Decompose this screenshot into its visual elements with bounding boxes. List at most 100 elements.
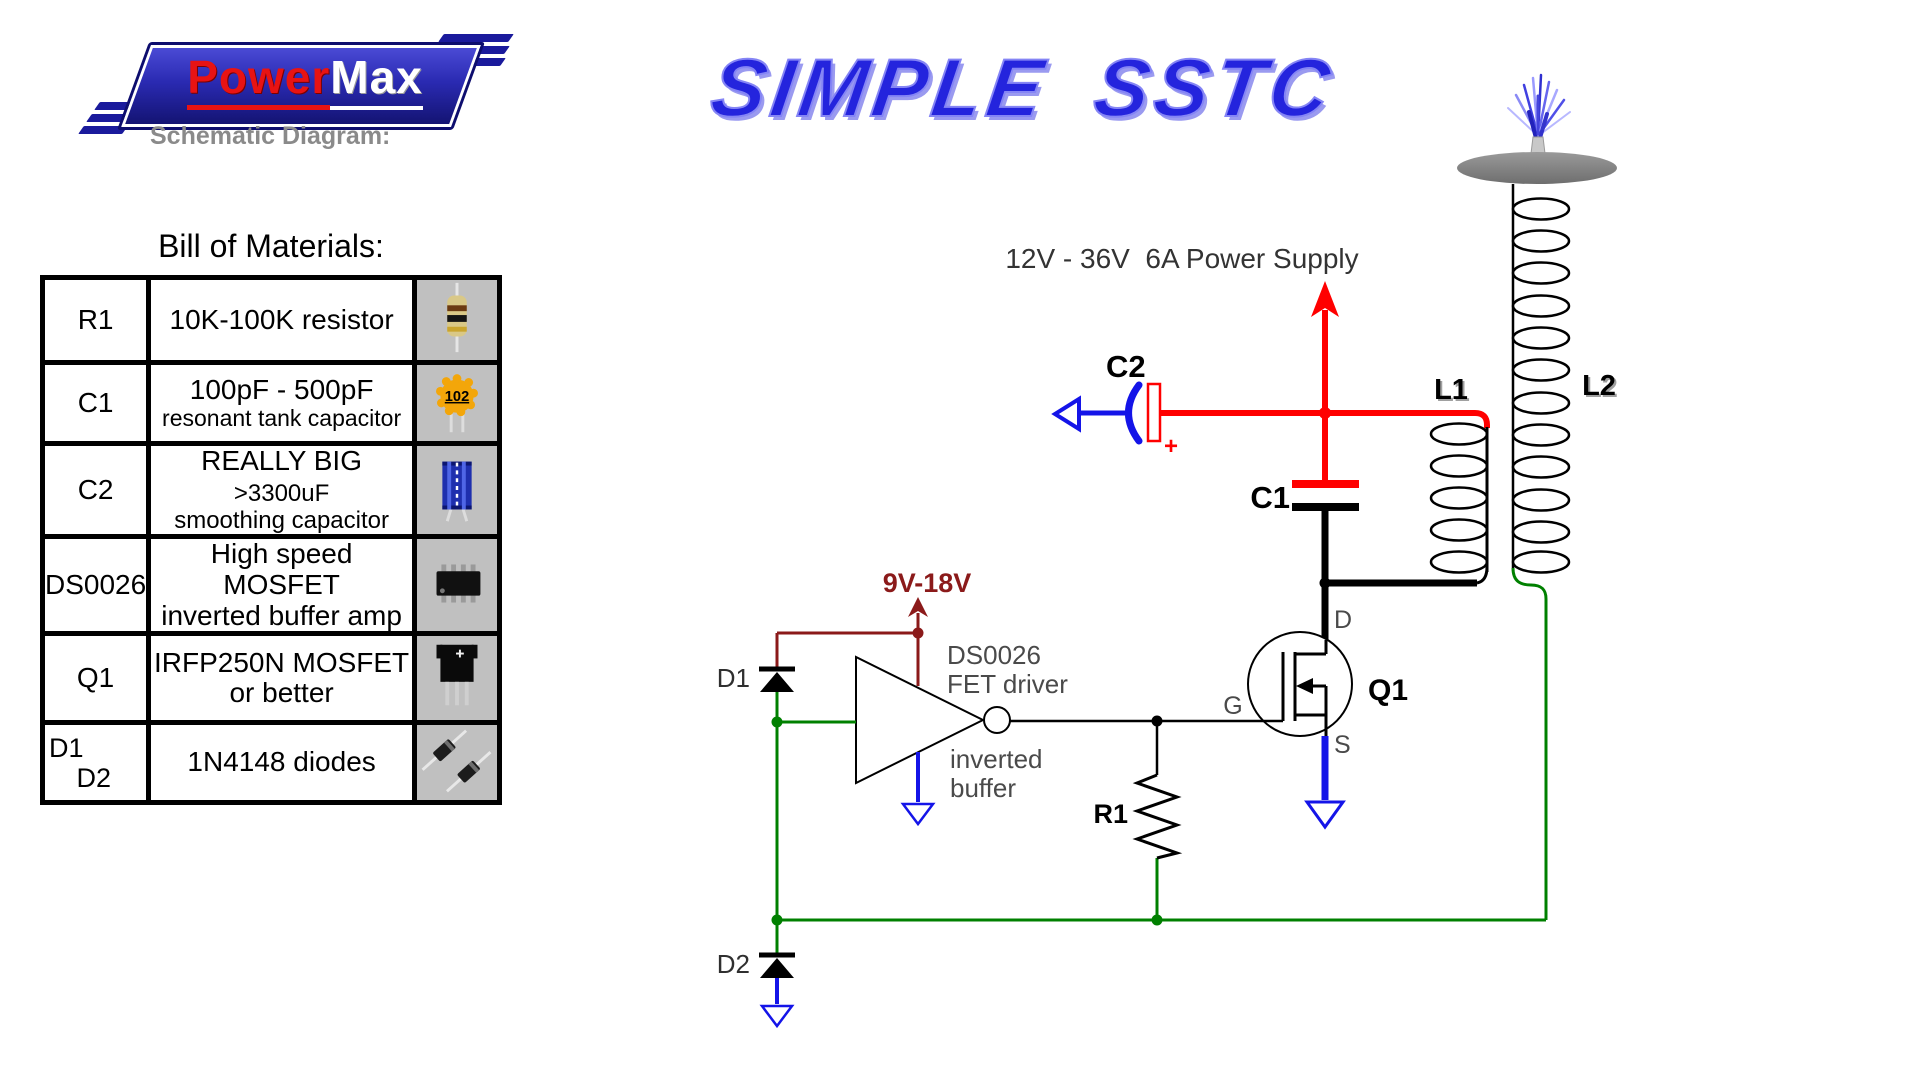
logo-subtitle: Schematic Diagram: [150, 122, 391, 150]
driver-name-line2: FET driver [947, 669, 1068, 699]
bom-desc-line1: IRFP250N MOSFET [154, 646, 410, 678]
d1-label: D1 [717, 663, 750, 693]
bom-icon-cell: 102 [412, 360, 502, 446]
c2-plus-label: + [1164, 433, 1178, 460]
bom-icon-cell [412, 720, 502, 806]
bom-id: D1 D2 [39, 720, 152, 806]
bom-id-d2: D2 [76, 763, 111, 794]
junction-dot [771, 914, 783, 926]
c1-label: C1 [1250, 480, 1290, 515]
bom-desc: REALLY BIG >3300uF smoothing capacitor [146, 441, 417, 539]
to247-mosfet-icon [436, 645, 478, 706]
resistor-icon [447, 282, 467, 353]
l2-coil [1511, 184, 1571, 574]
bom-desc-line2: resonant tank capacitor [162, 404, 402, 431]
topload [1457, 152, 1617, 184]
ground-icon [900, 802, 936, 827]
r1-label: R1 [1093, 799, 1128, 829]
logo-word-power: Power [187, 51, 331, 110]
c2-label: C2 [1106, 349, 1146, 384]
bom-icon-cell [412, 275, 502, 365]
spark-icon [1507, 73, 1571, 140]
bom-id: Q1 [39, 631, 152, 726]
bom-desc: 100pF - 500pF resonant tank capacitor [146, 360, 417, 446]
supply-arrow-icon [1311, 281, 1339, 317]
bom-desc: High speed MOSFET inverted buffer amp [146, 533, 417, 637]
powermax-logo: PowerMax [78, 28, 515, 143]
c2-negative-arrow-icon [1051, 395, 1081, 433]
bill-of-materials: Bill of Materials: R1 10K-100K resistor … [39, 228, 502, 806]
diodes-icon [421, 729, 492, 793]
l2-label: L2 [1582, 370, 1616, 402]
tank-wires [1292, 427, 1489, 640]
disc-capacitor-icon: 102 [436, 374, 478, 433]
d2-diode-symbol [759, 952, 795, 1029]
table-row: DS0026 High speed MOSFET inverted buffer… [39, 533, 502, 637]
bom-icon-cell [412, 631, 502, 726]
bom-desc: IRFP250N MOSFET or better [146, 631, 417, 726]
d1-diode-symbol [759, 666, 795, 692]
junction-dot [771, 716, 783, 728]
junction-dot [1319, 407, 1331, 419]
junction-dot [912, 627, 924, 639]
q1-mosfet-symbol [1010, 631, 1353, 830]
source-label: S [1334, 731, 1351, 759]
mosfet-arrow-icon [1296, 678, 1313, 694]
supply-wires [1160, 281, 1490, 488]
bom-title: Bill of Materials: [158, 228, 384, 264]
bom-id-d1: D1 [49, 733, 84, 764]
bom-desc: 10K-100K resistor [146, 275, 417, 365]
table-row: R1 10K-100K resistor [39, 275, 502, 365]
bom-id: R1 [39, 275, 152, 365]
bom-desc-line1: REALLY BIG >3300uF [151, 445, 412, 508]
bom-desc-line1: 100pF - 500pF [189, 373, 374, 405]
table-row: C2 REALLY BIG >3300uF smoothing capacito… [39, 441, 502, 539]
bom-desc-line2: inverted buffer amp [161, 599, 402, 631]
logic-supply-wires [775, 597, 928, 686]
ground-icon [1304, 800, 1346, 830]
driver-name-line1: DS0026 [947, 640, 1041, 670]
driver-symbol [855, 655, 1011, 827]
bom-table: R1 10K-100K resistor C1 100pF - 500pF [39, 275, 502, 806]
electrolytic-capacitor-icon [442, 461, 472, 522]
bom-id: C2 [39, 441, 152, 539]
logo-word-max: Max [330, 51, 423, 110]
disc-cap-code: 102 [445, 389, 469, 405]
drain-label: D [1334, 606, 1352, 634]
d2-label: D2 [717, 949, 750, 979]
q1-label: Q1 [1368, 674, 1408, 707]
c2-capacitor-symbol [1051, 381, 1162, 445]
bom-desc-big: REALLY BIG [201, 445, 362, 476]
bom-desc-small: >3300uF [233, 479, 330, 507]
junction-dot [1151, 914, 1163, 926]
logic-supply-arrow-icon [908, 597, 928, 617]
logo-wordmark: PowerMax [155, 50, 455, 110]
junction-dot [1151, 715, 1163, 727]
table-row: D1 D2 1N4148 diodes [39, 720, 502, 806]
bom-id-dual: D1 D2 [45, 725, 115, 800]
table-row: Q1 IRFP250N MOSFET or better [39, 631, 502, 726]
ground-icon [759, 1004, 795, 1029]
l1-coil [1429, 422, 1489, 574]
inverter-bubble [983, 706, 1011, 734]
c2-positive-plate [1146, 382, 1162, 443]
bom-desc-line1: High speed MOSFET [210, 537, 353, 600]
l1-label: L1 [1434, 374, 1468, 406]
bom-icon-cell [412, 533, 502, 637]
power-supply-label: 12V - 36V 6A Power Supply [1005, 243, 1358, 274]
dip-ic-icon [436, 564, 481, 603]
bom-icon-cell [412, 441, 502, 539]
junction-dot [1319, 577, 1331, 589]
gate-supply-label: 9V-18V [883, 568, 972, 598]
r1-resistor-symbol [1132, 721, 1183, 860]
bom-desc-line2: smoothing capacitor [174, 506, 389, 534]
bom-desc-line2: or better [229, 677, 334, 709]
driver-mode-line1: inverted [950, 744, 1043, 774]
c2-curved-plate [1125, 381, 1143, 445]
gate-label: G [1223, 692, 1242, 720]
bom-id: DS0026 [39, 533, 152, 637]
driver-mode-line2: buffer [950, 773, 1016, 803]
table-row: C1 100pF - 500pF resonant tank capacitor [39, 360, 502, 446]
